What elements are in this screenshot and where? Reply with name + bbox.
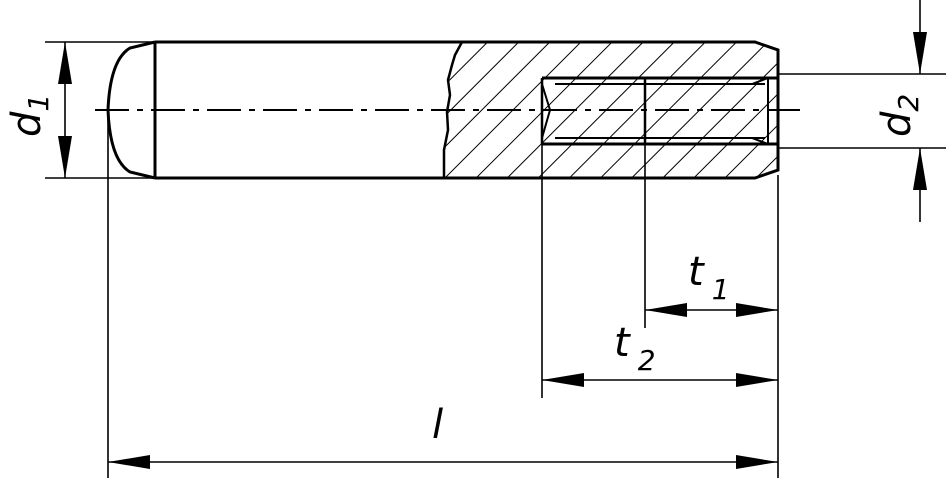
l-label: l (432, 402, 443, 448)
t1-label-base: t (688, 249, 705, 295)
t2-label-sub: 2 (638, 344, 656, 377)
dimension-d1: d1 (4, 42, 72, 178)
dimension-l: l (108, 402, 778, 469)
t2-label-base: t (614, 320, 631, 366)
d1-label-sub: 1 (22, 94, 55, 112)
dimension-d2: d2 (874, 0, 927, 222)
d1-label-base: d (4, 111, 50, 137)
d1-label: d1 (4, 94, 55, 137)
extension-lines (45, 41, 946, 478)
l-label-base: l (432, 402, 443, 448)
d2-label-sub: 2 (892, 94, 925, 112)
d2-label-base: d (874, 111, 920, 137)
d2-label: d2 (874, 94, 925, 137)
t1-label-sub: 1 (712, 273, 730, 306)
